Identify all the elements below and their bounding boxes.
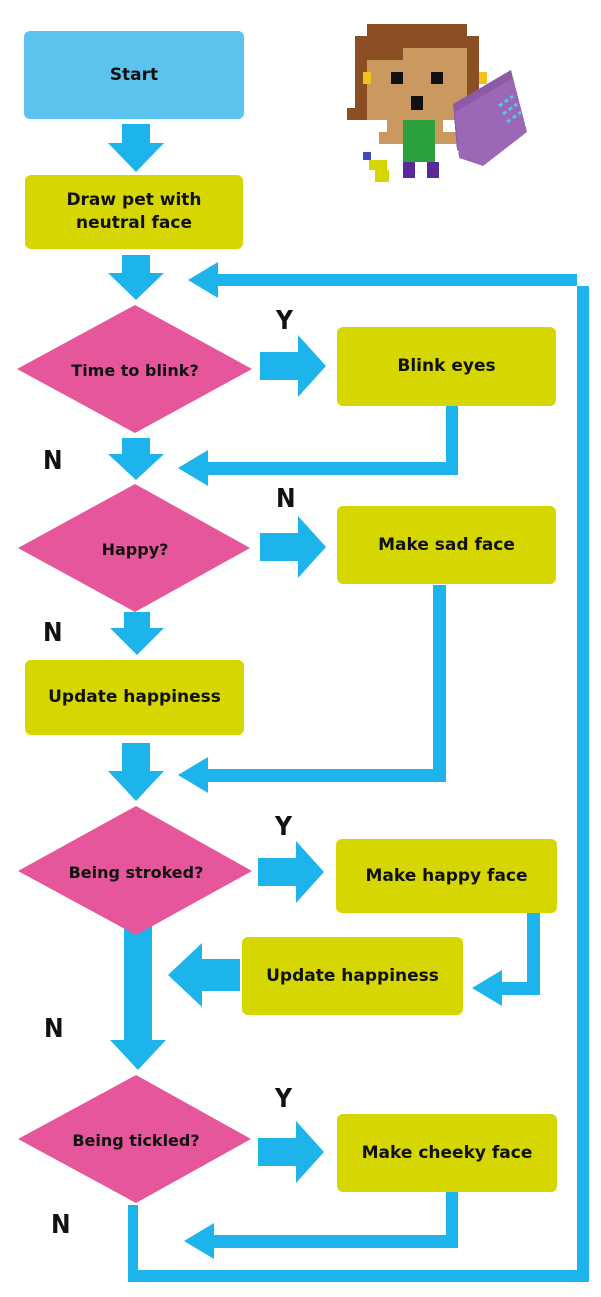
arrow-start-to-draw <box>108 124 164 172</box>
update-happiness-node-2: Update happiness <box>242 937 463 1015</box>
pixel-art-girl-with-pillow-icon <box>347 24 527 182</box>
make-cheeky-face-node: Make cheeky face <box>337 1114 557 1192</box>
being-tickled-label: Being tickled? <box>72 1130 200 1150</box>
loop-back-arrowhead <box>188 262 218 298</box>
arrow-blink-yes <box>260 335 326 397</box>
arrow-draw-to-blink <box>108 255 164 300</box>
being-stroked-label: Being stroked? <box>68 862 204 882</box>
arrow-blink-no <box>108 438 164 480</box>
happy-label: Happy? <box>101 539 169 559</box>
label-blink-no: N <box>43 446 63 476</box>
return-arrowhead-blink <box>178 450 208 486</box>
update-happiness-node-1: Update happiness <box>25 660 244 735</box>
make-sad-face-node: Make sad face <box>337 506 556 584</box>
label-stroked-yes: Y <box>275 812 292 842</box>
decision-diamond-stroked <box>18 806 252 935</box>
return-from-cheeky-face <box>210 1182 458 1248</box>
label-stroked-no: N <box>44 1014 64 1044</box>
arrow-happy-no-down <box>110 612 164 655</box>
decision-diamond-happy <box>18 484 250 612</box>
decision-diamond-tickled <box>18 1075 251 1203</box>
arrow-update-to-stroked <box>108 743 164 801</box>
arrowhead-to-update-2 <box>472 970 502 1006</box>
return-arrowhead-sad <box>178 757 208 793</box>
label-happy-no-right: N <box>276 484 296 514</box>
return-arrowhead-cheeky <box>184 1223 214 1259</box>
blink-eyes-node: Blink eyes <box>337 327 556 406</box>
start-node: Start <box>24 31 244 119</box>
arrow-stroked-no <box>110 885 166 1070</box>
return-from-blink-eyes <box>205 400 458 475</box>
label-tickled-no: N <box>51 1210 71 1240</box>
arrow-stroked-yes <box>258 841 324 903</box>
label-blink-yes: Y <box>276 306 293 336</box>
arrow-update2-to-main <box>168 943 240 1007</box>
make-happy-face-node: Make happy face <box>336 839 557 913</box>
decision-diamond-blink <box>17 305 252 433</box>
label-happy-no-down: N <box>43 618 63 648</box>
connector-happy-face-down <box>500 910 540 995</box>
arrow-tickled-yes <box>258 1121 324 1183</box>
arrow-happy-no-right <box>260 516 326 578</box>
label-tickled-yes: Y <box>275 1084 292 1114</box>
time-to-blink-label: Time to blink? <box>71 360 199 380</box>
draw-pet-node: Draw pet with neutral face <box>25 175 243 249</box>
